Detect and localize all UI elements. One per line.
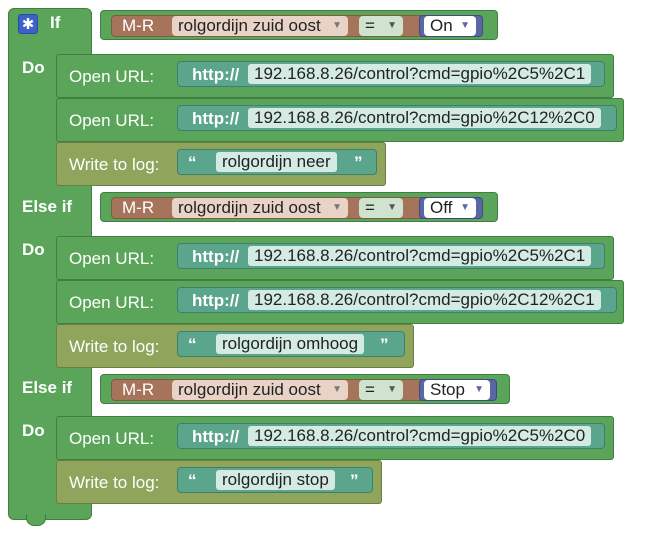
open-url-block[interactable]: Open URL: http:// 192.168.8.26/control?c… [56, 54, 614, 98]
gear-icon[interactable]: ✱ [18, 14, 38, 34]
url-text-block[interactable]: http:// 192.168.8.26/control?cmd=gpio%2C… [177, 423, 605, 449]
open-url-label: Open URL: [69, 293, 155, 312]
url-text-block[interactable]: http:// 192.168.8.26/control?cmd=gpio%2C… [177, 105, 617, 131]
do-label: Do [22, 240, 45, 259]
url-text-block[interactable]: http:// 192.168.8.26/control?cmd=gpio%2C… [177, 61, 605, 87]
open-url-label: Open URL: [69, 249, 155, 268]
state-block[interactable]: On ▼ [419, 15, 483, 37]
url-field[interactable]: 192.168.8.26/control?cmd=gpio%2C12%2C0 [248, 108, 601, 128]
device-block[interactable]: M-R rolgordijn zuid oost ▼ [111, 379, 455, 401]
open-url-label: Open URL: [69, 67, 155, 86]
dropdown-arrow-icon: ▼ [460, 20, 470, 31]
state-dropdown[interactable]: Stop ▼ [424, 380, 490, 400]
url-text-block[interactable]: http:// 192.168.8.26/control?cmd=gpio%2C… [177, 287, 617, 313]
operator-dropdown[interactable]: = ▼ [359, 380, 403, 400]
log-text-block[interactable]: “ rolgordijn omhoog ” [177, 331, 405, 357]
http-prefix: http:// [192, 65, 240, 84]
state-value: On [430, 16, 453, 35]
log-text-block[interactable]: “ rolgordijn neer ” [177, 149, 377, 175]
state-dropdown[interactable]: On ▼ [424, 16, 476, 36]
open-url-block[interactable]: Open URL: http:// 192.168.8.26/control?c… [56, 416, 614, 460]
quote-close-icon: ” [350, 471, 359, 490]
write-log-block[interactable]: Write to log: “ rolgordijn omhoog ” [56, 324, 414, 368]
write-log-label: Write to log: [69, 337, 160, 356]
open-url-label: Open URL: [69, 429, 155, 448]
dropdown-arrow-icon: ▼ [460, 202, 470, 213]
state-value: Stop [430, 380, 465, 399]
condition-block-2[interactable]: M-R rolgordijn zuid oost ▼ = ▼ Off ▼ [100, 192, 498, 222]
log-text-field[interactable]: rolgordijn omhoog [216, 334, 365, 354]
state-dropdown[interactable]: Off ▼ [424, 198, 476, 218]
url-field[interactable]: 192.168.8.26/control?cmd=gpio%2C5%2C1 [248, 64, 592, 84]
write-log-block[interactable]: Write to log: “ rolgordijn stop ” [56, 460, 382, 504]
device-dropdown[interactable]: rolgordijn zuid oost ▼ [172, 16, 348, 36]
condition-block-3[interactable]: M-R rolgordijn zuid oost ▼ = ▼ Stop ▼ [100, 374, 510, 404]
http-prefix: http:// [192, 427, 240, 446]
open-url-block[interactable]: Open URL: http:// 192.168.8.26/control?c… [56, 98, 624, 142]
open-url-block[interactable]: Open URL: http:// 192.168.8.26/control?c… [56, 280, 624, 324]
quote-close-icon: ” [354, 153, 363, 172]
log-text-block[interactable]: “ rolgordijn stop ” [177, 467, 373, 493]
device-dropdown[interactable]: rolgordijn zuid oost ▼ [172, 380, 348, 400]
http-prefix: http:// [192, 291, 240, 310]
state-value: Off [430, 198, 453, 217]
if-label: If [50, 13, 61, 32]
device-block[interactable]: M-R rolgordijn zuid oost ▼ [111, 197, 455, 219]
do-label: Do [22, 58, 45, 77]
device-dropdown[interactable]: rolgordijn zuid oost ▼ [172, 198, 348, 218]
quote-open-icon: “ [188, 471, 197, 490]
operator-value: = [365, 380, 375, 399]
else-if-label: Else if [22, 197, 73, 216]
do-label: Do [22, 421, 45, 440]
device-value: rolgordijn zuid oost [178, 380, 321, 399]
http-prefix: http:// [192, 109, 240, 128]
device-block[interactable]: M-R rolgordijn zuid oost ▼ [111, 15, 455, 37]
write-log-label: Write to log: [69, 473, 160, 492]
write-log-label: Write to log: [69, 155, 160, 174]
dropdown-arrow-icon: ▼ [332, 20, 342, 31]
log-text-field[interactable]: rolgordijn stop [216, 470, 335, 490]
operator-dropdown[interactable]: = ▼ [359, 198, 403, 218]
dropdown-arrow-icon: ▼ [387, 202, 397, 213]
open-url-block[interactable]: Open URL: http:// 192.168.8.26/control?c… [56, 236, 614, 280]
if-else-block-bottom-notch [26, 514, 46, 526]
url-field[interactable]: 192.168.8.26/control?cmd=gpio%2C5%2C1 [248, 246, 592, 266]
dropdown-arrow-icon: ▼ [387, 384, 397, 395]
state-block[interactable]: Off ▼ [419, 197, 483, 219]
url-text-block[interactable]: http:// 192.168.8.26/control?cmd=gpio%2C… [177, 243, 605, 269]
device-type-label: M-R [122, 16, 155, 35]
device-type-label: M-R [122, 198, 155, 217]
device-value: rolgordijn zuid oost [178, 16, 321, 35]
dropdown-arrow-icon: ▼ [332, 384, 342, 395]
device-value: rolgordijn zuid oost [178, 198, 321, 217]
dropdown-arrow-icon: ▼ [387, 20, 397, 31]
quote-open-icon: “ [188, 335, 197, 354]
write-log-block[interactable]: Write to log: “ rolgordijn neer ” [56, 142, 386, 186]
url-field[interactable]: 192.168.8.26/control?cmd=gpio%2C5%2C0 [248, 426, 592, 446]
operator-dropdown[interactable]: = ▼ [359, 16, 403, 36]
quote-close-icon: ” [380, 335, 389, 354]
http-prefix: http:// [192, 247, 240, 266]
quote-open-icon: “ [188, 153, 197, 172]
state-block[interactable]: Stop ▼ [419, 379, 497, 401]
else-if-label: Else if [22, 378, 73, 397]
operator-value: = [365, 16, 375, 35]
url-field[interactable]: 192.168.8.26/control?cmd=gpio%2C12%2C1 [248, 290, 601, 310]
device-type-label: M-R [122, 380, 155, 399]
log-text-field[interactable]: rolgordijn neer [216, 152, 337, 172]
dropdown-arrow-icon: ▼ [474, 384, 484, 395]
dropdown-arrow-icon: ▼ [332, 202, 342, 213]
operator-value: = [365, 198, 375, 217]
condition-block-1[interactable]: M-R rolgordijn zuid oost ▼ = ▼ On ▼ [100, 10, 498, 40]
open-url-label: Open URL: [69, 111, 155, 130]
